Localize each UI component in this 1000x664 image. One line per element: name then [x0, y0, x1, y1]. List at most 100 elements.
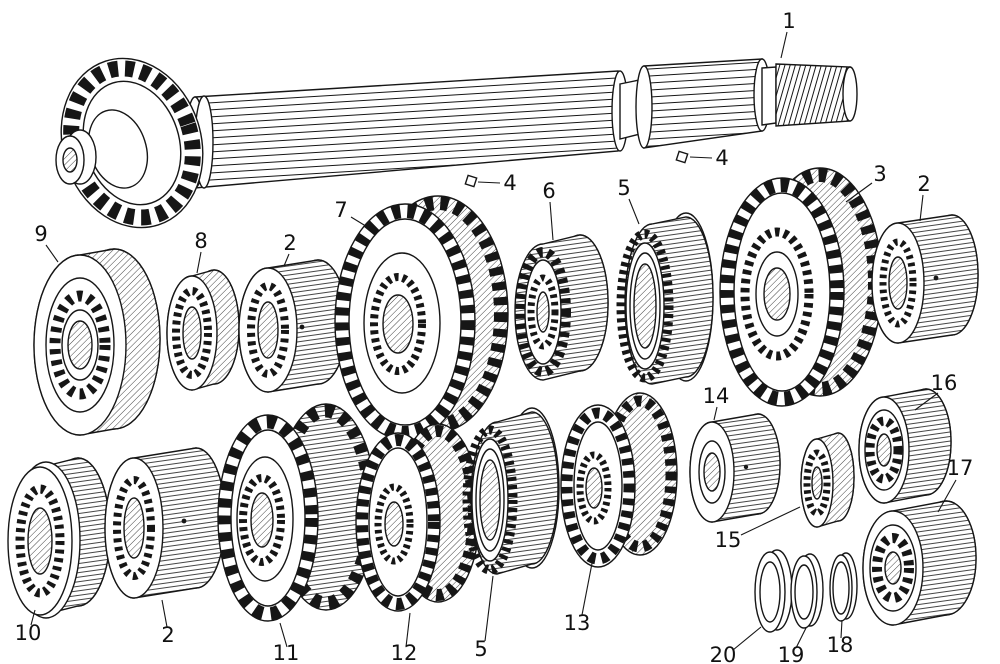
callout-16: 16	[931, 371, 958, 395]
callout-labels: 1 4 4 9 8 2 7 6 5 3 2 14 16 17 15 10 2 1…	[15, 9, 974, 664]
gear-11-teeth	[217, 415, 319, 621]
bearing-9-rollers	[49, 290, 111, 400]
bushing-2m-splines	[247, 282, 289, 378]
callout-1: 1	[782, 9, 795, 33]
gear-3-teeth	[720, 178, 844, 406]
callout-7: 7	[334, 198, 347, 222]
gear-13-splined-bore	[576, 451, 612, 525]
leader-7	[350, 216, 370, 229]
leader-15	[740, 506, 801, 536]
part-20-ring	[754, 549, 793, 633]
gear-7-splined-bore	[370, 273, 426, 375]
bushing-2tr-oil-hole	[933, 275, 939, 281]
sleeve-10-bore	[27, 507, 53, 575]
gear-7-teeth	[335, 204, 475, 440]
leader-10	[30, 609, 36, 626]
part-14-bushing	[689, 413, 781, 523]
leader-2tr	[919, 194, 924, 222]
callout-2-bottom: 2	[161, 623, 174, 647]
part-4-set-screw-rear	[675, 150, 689, 164]
leader-13	[581, 552, 595, 616]
leader-8	[196, 251, 202, 274]
shaft-neck	[761, 66, 777, 126]
part-11-gear	[217, 403, 377, 622]
leader-2b	[161, 599, 168, 628]
leader-4-rear	[689, 156, 713, 159]
leader-16	[914, 392, 939, 411]
bearing-17-rollers	[872, 533, 914, 603]
leader-3	[845, 182, 873, 203]
part-2-bushing-right	[871, 214, 979, 344]
callout-10: 10	[15, 621, 42, 645]
gear-12-teeth	[356, 434, 440, 610]
part-2-bushing-middle	[238, 259, 348, 393]
part-4-set-screw-front	[464, 174, 478, 188]
leader-11	[279, 622, 288, 648]
part-10-splined-sleeve	[7, 457, 111, 619]
gear-13-teeth	[561, 407, 635, 565]
bushing-8-splines	[172, 287, 212, 379]
part-3-gear	[719, 167, 883, 407]
leader-12	[405, 612, 411, 648]
callout-17: 17	[947, 456, 974, 480]
part-2-bushing-bottom	[104, 447, 226, 599]
callout-8: 8	[194, 229, 207, 253]
bearing-16-bore	[876, 433, 892, 467]
leader-18	[840, 619, 843, 639]
gear-11-bore	[250, 492, 274, 548]
part-17-bearing	[862, 500, 977, 626]
hub-15-bore	[811, 466, 823, 500]
callout-12: 12	[391, 641, 418, 664]
gear-3-clutch-teeth	[740, 227, 814, 361]
bushing-2b-oil-hole	[181, 518, 187, 524]
part-6-splined-hub	[514, 234, 609, 381]
bushing-2m-oil-hole	[299, 324, 305, 330]
gear-12-bore	[384, 501, 404, 547]
leader-1	[780, 31, 788, 59]
callout-2-middle: 2	[283, 231, 296, 255]
bushing-2b-splines	[113, 476, 155, 580]
callout-4-rear: 4	[715, 146, 728, 170]
bushing-2tr-splines	[879, 238, 917, 328]
part-7-gear	[334, 195, 509, 441]
gear-7-bore	[382, 294, 414, 354]
callout-11: 11	[273, 641, 300, 664]
part-1-drive-shaft	[55, 57, 858, 229]
leader-5b	[484, 575, 494, 642]
ring-5b-teeth	[462, 425, 518, 575]
shaft-shoulder-ring	[635, 65, 653, 149]
pinion-bore	[62, 147, 78, 173]
part-8-splined-bushing	[166, 269, 240, 391]
leader-2m	[283, 253, 290, 267]
leader-17	[937, 479, 957, 513]
leader-19	[795, 627, 807, 649]
ring-5m-teeth	[616, 229, 674, 383]
gear-12-splined-bore	[374, 483, 414, 565]
part-9-bearing	[33, 248, 161, 436]
callout-9: 9	[34, 222, 47, 246]
leader-14	[713, 406, 718, 421]
leader-9	[45, 244, 59, 263]
bushing-2m-bore	[257, 301, 279, 359]
part-5-toothed-ring-middle	[616, 212, 714, 385]
leader-lines	[30, 31, 957, 651]
gear-11-splined-bore	[239, 474, 285, 566]
leader-4-front	[477, 181, 501, 184]
hub-6-bore	[536, 291, 550, 333]
callout-20: 20	[710, 643, 737, 664]
shaft-tip-cap	[842, 66, 858, 122]
bushing-14-bore	[703, 452, 721, 492]
callout-6: 6	[542, 179, 555, 203]
callout-18: 18	[827, 633, 854, 657]
callout-3: 3	[873, 162, 886, 186]
sleeve-10-splines	[15, 484, 65, 598]
leader-6	[549, 201, 554, 241]
callout-15: 15	[715, 528, 742, 552]
callout-14: 14	[703, 384, 730, 408]
bushing-2b-bore	[123, 497, 145, 559]
shaft-splined-section-a	[194, 70, 619, 189]
bushing-8-bore	[182, 306, 202, 360]
callout-13: 13	[564, 611, 591, 635]
part-16-bearing	[858, 388, 952, 504]
